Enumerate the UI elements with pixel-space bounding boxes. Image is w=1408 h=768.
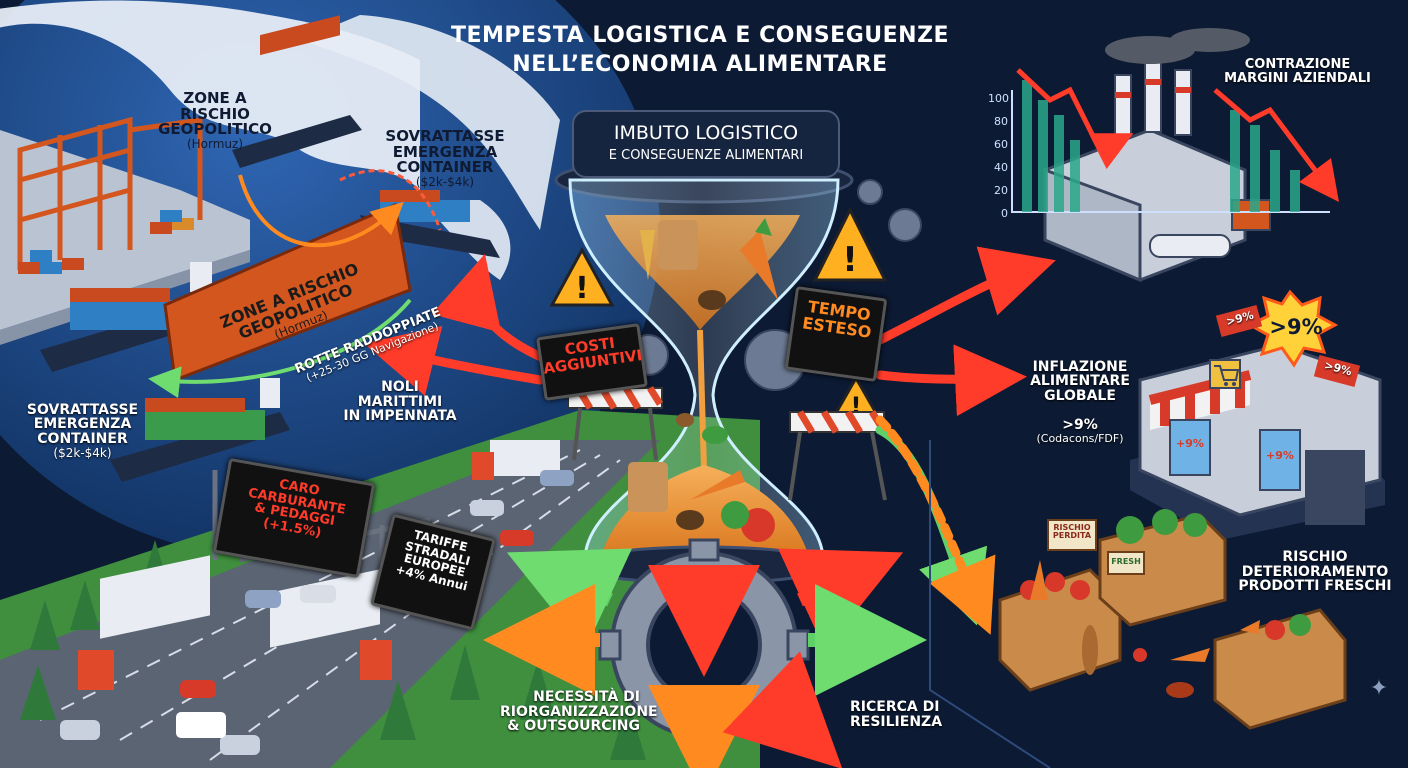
label-surcharge-top: SOVRATTASSE EMERGENZA CONTAINER ($2k-$4k…: [370, 113, 520, 204]
route-arrow: [238, 174, 404, 248]
label-surcharge-top-sub: ($2k-$4k): [415, 175, 475, 189]
cargo-ship: [110, 378, 290, 482]
cart-icon: [1214, 365, 1240, 386]
label-inflation-source: (Codacons/FDF): [1036, 432, 1124, 446]
truck: [270, 569, 392, 680]
page-title: TEMPESTA LOGISTICA E CONSEGUENZE NELL’EC…: [430, 22, 970, 79]
crate-sign-a: RISCHIO PERDITA: [1052, 523, 1092, 541]
cars: [60, 470, 574, 755]
margin-axis-tick: 20: [994, 184, 1008, 197]
barrier-wall: [163, 202, 412, 383]
window-price-b: +9%: [1266, 449, 1294, 462]
warning-icon: !: [812, 206, 888, 282]
label-inflation-value: >9%: [1062, 417, 1098, 434]
funnel-title: IMBUTO LOGISTICO: [613, 122, 799, 144]
price-tag: [1215, 304, 1263, 338]
label-surcharge-left-sub: ($2k-$4k): [53, 445, 112, 460]
funnel-subtitle: E CONSEGUENZE ALIMENTARI: [608, 148, 804, 163]
label-reorg: NECESSITÀ DI RIORGANIZZAZIONE & OUTSOURC…: [500, 689, 658, 735]
svg-text:!: !: [851, 392, 862, 420]
label-inflation: INFLAZIONE ALIMENTARE GLOBALE >9% (Codac…: [1015, 345, 1145, 459]
warning-icon: !: [549, 246, 615, 307]
title-line-2: NELL’ECONOMIA ALIMENTARE: [512, 51, 888, 77]
flow-arrows: [363, 246, 1056, 635]
svg-text:!: !: [842, 240, 858, 280]
funnel-banner: IMBUTO LOGISTICO E CONSEGUENZE ALIMENTAR…: [572, 110, 840, 178]
crate-sign-b: FRESH: [1111, 557, 1141, 566]
sign-time: TEMPO ESTESO: [784, 286, 888, 382]
price-burst: [1246, 289, 1339, 368]
label-freight: NOLI MARITTIMI IN IMPENNATA: [343, 379, 457, 425]
title-line-1: TEMPESTA LOGISTICA E CONSEGUENZE: [450, 23, 950, 48]
margin-axis-tick: 40: [994, 161, 1008, 174]
price-burst-label: >9%: [1269, 315, 1323, 339]
route-arrow: [148, 298, 412, 399]
panel-divider: [929, 440, 1051, 768]
gear-arrows: [483, 548, 927, 768]
label-spoilage: RISCHIO DETERIORAMENTO PRODOTTI FRESCHI: [1238, 549, 1392, 595]
label-surcharge-top-text: SOVRATTASSE EMERGENZA CONTAINER: [385, 126, 505, 177]
label-inflation-text: INFLAZIONE ALIMENTARE GLOBALE: [1030, 358, 1130, 405]
label-zone-top-text: ZONE A RISCHIO GEOPOLITICO: [158, 88, 272, 139]
grocery-shop: [1130, 343, 1385, 540]
label-resilience: RICERCA DI RESILIENZA: [850, 699, 943, 730]
svg-text:!: !: [575, 271, 589, 306]
route-arrow: [339, 169, 442, 231]
label-surcharge-left: SOVRATTASSE EMERGENZA CONTAINER ($2k-$4k…: [15, 388, 150, 474]
margin-axis-tick: 60: [994, 138, 1008, 151]
barricade: [788, 410, 887, 501]
label-surcharge-left-text: SOVRATTASSE EMERGENZA CONTAINER: [26, 401, 139, 448]
sparkle-icon: ✦: [1369, 676, 1389, 701]
truck: [78, 555, 210, 690]
margin-chart: [1011, 68, 1339, 213]
produce-crates: [998, 509, 1347, 730]
margin-axis-tick: 100: [988, 92, 1009, 105]
label-zone-top-sub: (Hormuz): [186, 137, 244, 151]
label-margins: CONTRAZIONE MARGINI AZIENDALI: [1224, 57, 1371, 86]
price-tag: [1313, 354, 1361, 388]
window-price-a: +9%: [1176, 437, 1204, 450]
label-zone-top: ZONE A RISCHIO GEOPOLITICO (Hormuz): [140, 75, 290, 166]
margin-axis-tick: 80: [994, 115, 1008, 128]
cargo-ship: [232, 15, 362, 168]
margin-axis-tick: 0: [1001, 207, 1008, 220]
